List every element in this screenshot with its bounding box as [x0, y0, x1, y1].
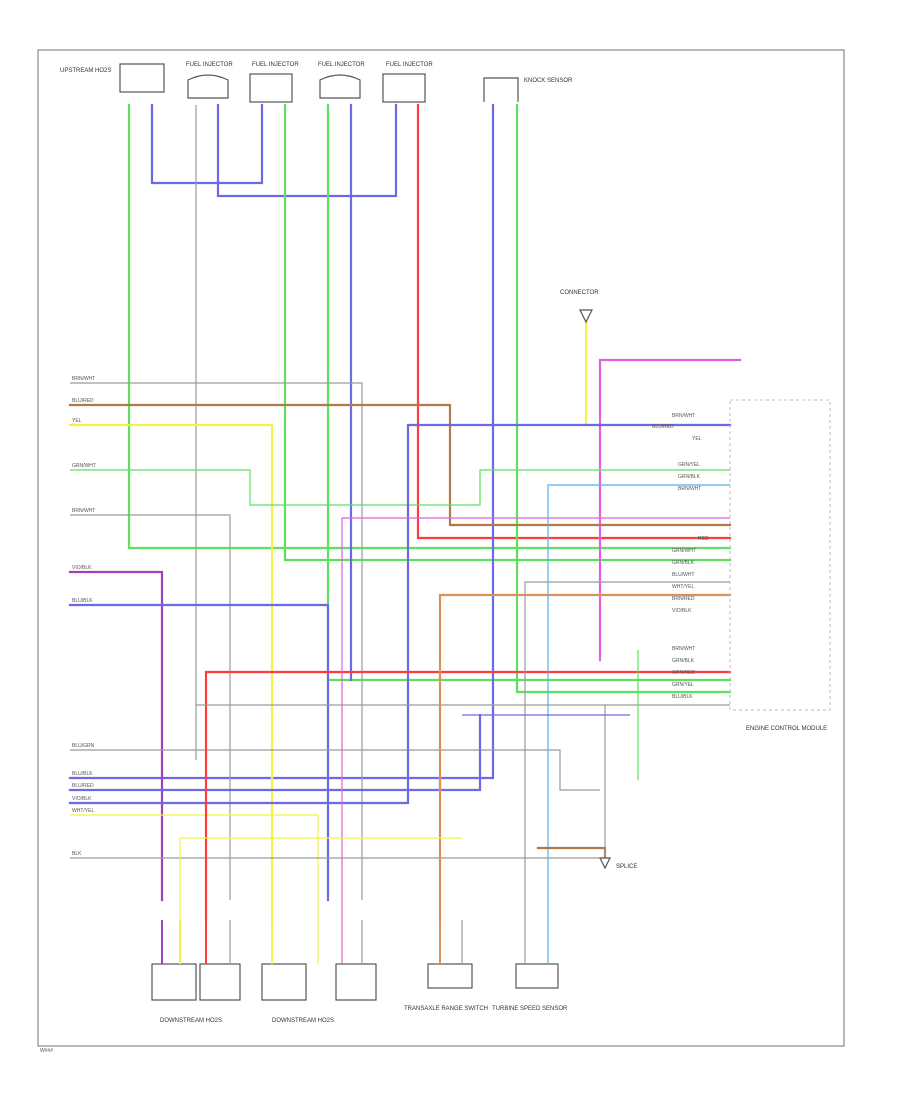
wire-blured-2 [68, 423, 732, 805]
wire-orange-trs [438, 593, 732, 922]
pin-label-9: BLU/WHT [672, 572, 695, 578]
left-label-0: BRN/WHT [72, 376, 95, 382]
trs-box [427, 963, 473, 989]
pin-label-14: GRN/BLK [672, 658, 695, 664]
wire-green-knock [515, 103, 732, 694]
wire-yellow-top [584, 318, 732, 427]
wire-blue-injectors-2 [216, 103, 398, 198]
left-label-2: YEL [72, 418, 82, 424]
ho2s-down-1-left [151, 963, 197, 1001]
knock-sensor-shape [483, 77, 519, 102]
splice-label: SPLICE [616, 864, 637, 870]
pin-label-2: YEL [692, 436, 702, 442]
left-label-5: VIO/BLK [72, 565, 92, 571]
top-label-4: FUEL INJECTOR [318, 62, 365, 68]
left-label-10: VIO/BLK [72, 796, 92, 802]
pin-label-3: GRN/YEL [678, 462, 700, 468]
top-label-5: FUEL INJECTOR [386, 62, 433, 68]
connector-top-shape [579, 309, 593, 324]
pin-label-13: BRN/WHT [672, 646, 695, 652]
wire-yellow-left [68, 423, 274, 922]
left-label-1: BLU/RED [72, 398, 94, 404]
top-label-3: FUEL INJECTOR [252, 62, 299, 68]
top-label-2: FUEL INJECTOR [186, 62, 233, 68]
wire-brnwht-1 [70, 382, 363, 900]
left-label-8: BLU/BLK [72, 771, 93, 777]
pin-label-0: BRN/WHT [672, 413, 695, 419]
wire-brnwht-2 [70, 514, 231, 900]
wire-magenta-ecm [341, 517, 730, 920]
connector-top: CONNECTOR [560, 290, 599, 324]
bottom-components: DOWNSTREAM HO2S DOWNSTREAM HO2S TRANSAXL… [151, 963, 568, 1024]
top-label-1: UPSTREAM HO2S [60, 68, 111, 74]
pin-label-4: GRN/BLK [678, 474, 701, 480]
pin-label-16: GRN/YEL [672, 682, 694, 688]
wire-green-2 [283, 103, 732, 562]
wire-yellow-bottom [179, 837, 462, 920]
splice: SPLICE [599, 857, 637, 870]
tss-box [515, 963, 559, 989]
injector-1-shape [187, 74, 229, 99]
wire-group [68, 103, 742, 922]
connector-top-label: CONNECTOR [560, 290, 599, 296]
top-label-6: KNOCK SENSOR [524, 78, 573, 84]
ho2s-down-2-right [335, 963, 377, 1001]
pin-label-12: VIO/BLK [672, 608, 692, 614]
ho2s-upstream-box [119, 63, 165, 93]
left-label-4: BRN/WHT [72, 508, 95, 514]
wire-blublk-left [68, 603, 330, 902]
wire-blue-injectors [150, 103, 264, 185]
left-label-12: BLK [72, 851, 82, 857]
diagram-frame [37, 49, 845, 1047]
left-label-6: BLU/BLK [72, 598, 93, 604]
wire-green-3 [326, 103, 732, 682]
ecm-label: ENGINE CONTROL MODULE [746, 726, 827, 732]
pin-label-11: BRN/RED [672, 596, 695, 602]
wire-red-2 [204, 670, 732, 922]
right-pin-labels: BRN/WHT BLU/RED YEL GRN/YEL GRN/BLK BRN/… [652, 413, 709, 700]
wire-gray-tss [524, 581, 730, 920]
wire-blugrn-left [70, 749, 600, 791]
bottom-label-2: DOWNSTREAM HO2S [272, 1018, 334, 1024]
left-label-9: BLU/RED [72, 783, 94, 789]
wire-wht-yel [70, 814, 319, 920]
ho2s-down-1-right [199, 963, 241, 1001]
pin-label-5: BRN/WHT [678, 486, 701, 492]
bottom-label-3: TRANSAXLE RANGE SWITCH [404, 1006, 488, 1012]
bottom-label-1: DOWNSTREAM HO2S [160, 1018, 222, 1024]
wire-blue-knock [68, 103, 495, 780]
bottom-label-4: TURBINE SPEED SENSOR [492, 1006, 568, 1012]
pin-label-15: GRN/RED [672, 670, 695, 676]
pin-label-10: WHT/YEL [672, 584, 694, 590]
left-label-7: BLU/GRN [72, 743, 95, 749]
page-marker: W### [40, 1048, 53, 1054]
wire-grnwht-left [70, 469, 730, 506]
wire-violet-left [68, 570, 164, 902]
pin-label-17: BLU/BLK [672, 694, 693, 700]
splice-shape [599, 857, 611, 870]
bottom-pins [161, 920, 549, 964]
ecm-box [729, 399, 831, 711]
wire-red-1 [416, 103, 732, 540]
pin-label-1: BLU/RED [652, 424, 674, 430]
ho2s-down-2-left [261, 963, 307, 1001]
injector-3-shape [319, 74, 361, 99]
wire-lightblue-tss [547, 484, 730, 920]
left-label-3: GRN/WHT [72, 463, 96, 469]
wire-green-1 [127, 103, 732, 550]
left-labels: BRN/WHT BLU/RED YEL GRN/WHT BRN/WHT VIO/… [72, 376, 96, 857]
wire-magenta-top [598, 358, 742, 662]
pin-label-8: GRN/BLK [672, 560, 695, 566]
pin-label-6: RED [698, 536, 709, 542]
wire-blured [68, 403, 732, 527]
top-components: UPSTREAM HO2S FUEL INJECTOR FUEL INJECTO… [60, 62, 573, 103]
pin-label-7: GRN/WHT [672, 548, 696, 554]
injector-2-box [249, 73, 293, 103]
injector-4-box [382, 73, 426, 103]
ecm-block: ENGINE CONTROL MODULE [729, 399, 831, 732]
left-label-11: WHT/YEL [72, 808, 94, 814]
